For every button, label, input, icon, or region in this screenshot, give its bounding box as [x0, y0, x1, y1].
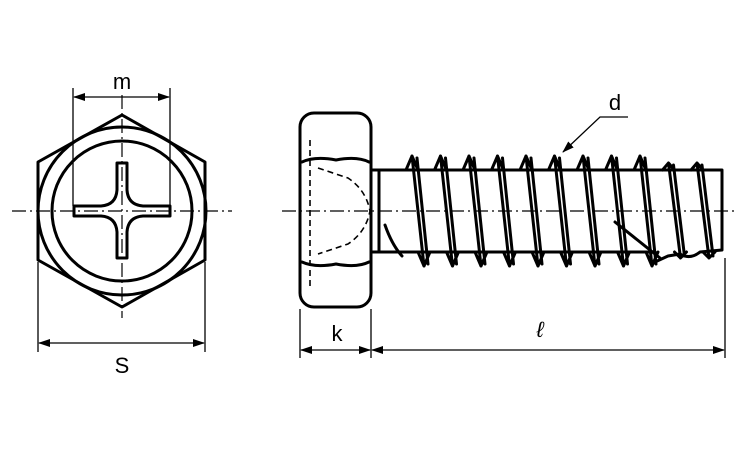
l-label: ℓ [535, 317, 544, 342]
thread-root-lines [408, 168, 712, 254]
recess-hidden-lines [309, 140, 371, 290]
thread-turn [547, 154, 574, 268]
front-view: m S [12, 69, 232, 378]
side-view: k ℓ d [282, 90, 738, 358]
k-label: k [332, 321, 344, 346]
thread-turn [433, 154, 460, 268]
s-label: S [115, 353, 130, 378]
d-label: d [609, 90, 621, 115]
d-leader-line [562, 116, 628, 153]
chamfer-circle [36, 125, 208, 297]
thread-turn [689, 161, 717, 260]
thread-turn [661, 161, 688, 260]
m-label: m [113, 69, 131, 94]
thread-turn [461, 154, 489, 268]
washer-circle [50, 139, 194, 283]
thread-turn [604, 154, 631, 268]
washer-face [369, 168, 381, 254]
thread-turn [575, 154, 603, 268]
thread-turn [404, 154, 432, 268]
phillips-recess [72, 161, 172, 260]
hex-face-edges [300, 156, 371, 268]
thread-turn [518, 154, 546, 268]
screw-tip [653, 168, 724, 264]
hex-head-outline [36, 113, 207, 309]
thread-turn [632, 154, 660, 268]
thread-group [404, 154, 717, 268]
thread-start-lines [383, 220, 662, 260]
thread-turn [490, 154, 517, 268]
